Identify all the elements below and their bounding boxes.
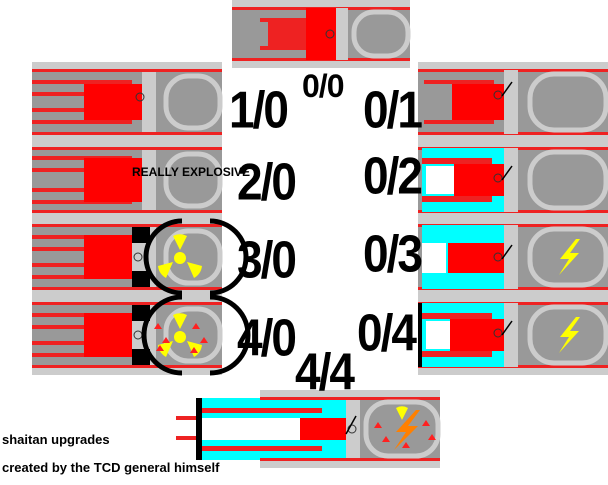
label-0-0: 0/0 — [302, 68, 344, 104]
label-0-2: 0/2 — [363, 146, 423, 205]
caption-title: shaitan upgrades — [2, 432, 110, 447]
vehicle-4-0 — [32, 295, 251, 375]
radiation-icon — [396, 406, 408, 420]
lightning-icon — [559, 317, 580, 353]
really-explosive-note: REALLY EXPLOSIVE — [132, 165, 251, 179]
vehicle-0-2 — [418, 140, 608, 220]
label-4-4: 4/4 — [295, 342, 355, 401]
lightning-icon — [559, 239, 580, 275]
vehicle-4-4 — [176, 390, 441, 468]
vehicle-0-3 — [418, 217, 608, 297]
vehicle-1-0 — [32, 62, 222, 142]
label-3-0: 3/0 — [237, 230, 297, 289]
label-2-0: 2/0 — [237, 152, 297, 211]
vehicle-0-4 — [418, 295, 608, 375]
label-0-1: 0/1 — [363, 80, 423, 139]
vehicle-2-0 — [32, 140, 222, 220]
vehicle-0-0 — [232, 0, 411, 68]
radiation-icon — [158, 234, 202, 278]
label-0-4: 0/4 — [357, 303, 417, 362]
label-0-3: 0/3 — [363, 224, 423, 283]
vehicle-3-0 — [32, 217, 249, 297]
vehicle-0-1 — [418, 62, 608, 142]
caption-credit: created by the TCD general himself — [2, 460, 220, 475]
lightning-icon — [394, 410, 420, 450]
label-1-0: 1/0 — [229, 80, 289, 139]
label-4-0: 4/0 — [237, 308, 297, 367]
explosion-icon — [154, 323, 208, 353]
